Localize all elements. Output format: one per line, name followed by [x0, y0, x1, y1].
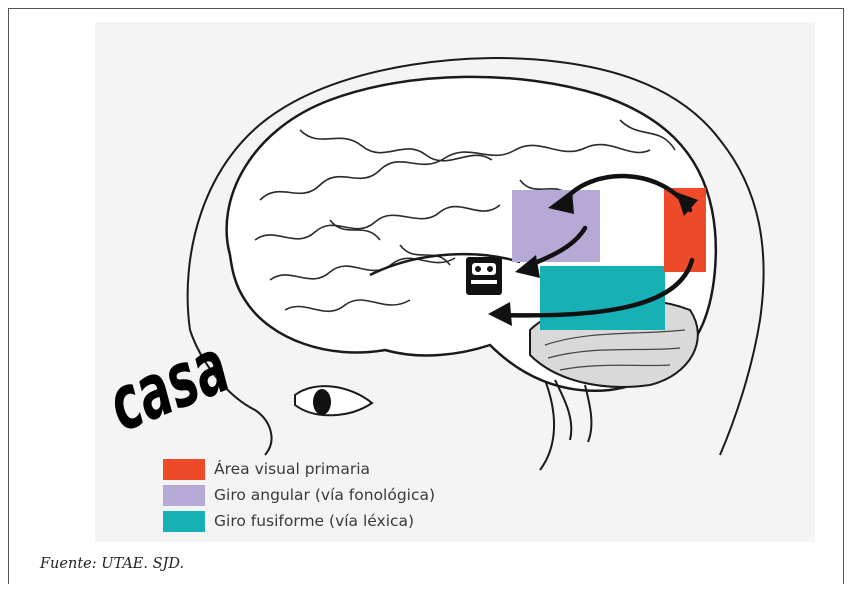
- legend-swatch-visual: [163, 459, 205, 480]
- source-caption: Fuente: UTAE. SJD.: [40, 556, 184, 572]
- legend-item: Giro fusiforme (vía léxica): [163, 508, 435, 534]
- legend-label: Giro angular (vía fonológica): [214, 486, 435, 504]
- legend-label: Área visual primaria: [214, 460, 370, 478]
- legend-item: Área visual primaria: [163, 456, 435, 482]
- region-giro-fusiforme: [540, 266, 665, 330]
- legend-swatch-angular: [163, 485, 205, 506]
- legend-swatch-fusiforme: [163, 511, 205, 532]
- ear-icon: [466, 257, 502, 295]
- legend-item: Giro angular (vía fonológica): [163, 482, 435, 508]
- legend: Área visual primaria Giro angular (vía f…: [163, 456, 435, 534]
- legend-label: Giro fusiforme (vía léxica): [214, 512, 414, 530]
